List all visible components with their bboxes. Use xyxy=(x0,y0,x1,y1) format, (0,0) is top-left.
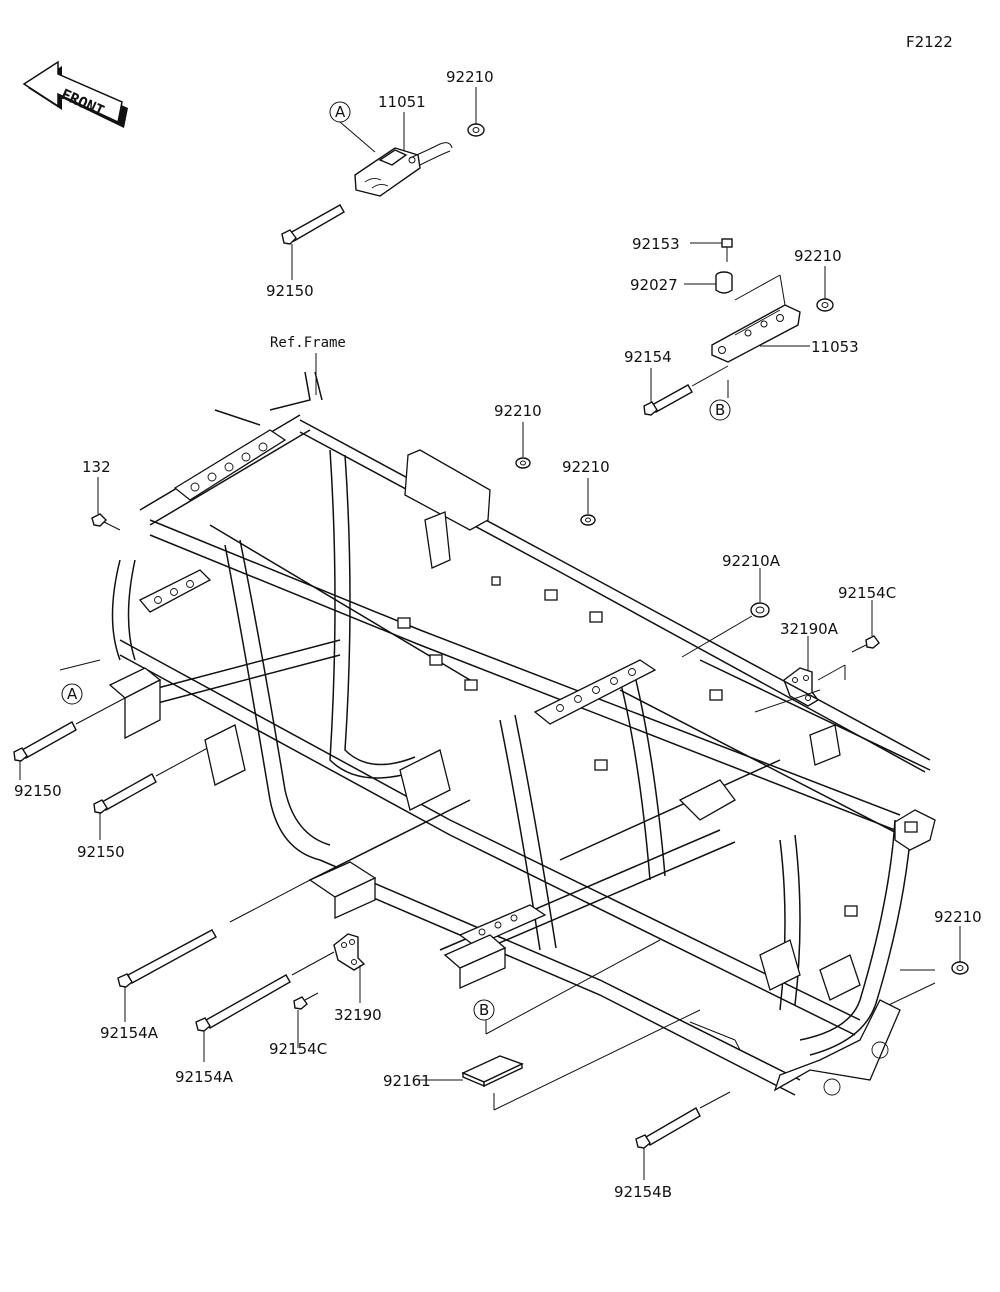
callout-a-top-label: A xyxy=(335,103,346,121)
label-92027: 92027 xyxy=(630,276,678,294)
label-92210-mid-1: 92210 xyxy=(494,402,542,420)
collar-92210a[interactable] xyxy=(750,602,770,618)
diagram-code: F2122 xyxy=(906,33,953,51)
callout-a-left xyxy=(61,683,83,705)
front-arrow-icon: FRONT xyxy=(22,60,128,128)
bolt-92153[interactable] xyxy=(721,238,733,262)
frame-assembly xyxy=(108,371,936,1096)
label-132: 132 xyxy=(82,458,111,476)
label-92154c-low: 92154C xyxy=(269,1040,327,1058)
plate-32190[interactable] xyxy=(333,933,366,971)
callout-a-top xyxy=(329,101,351,123)
plate-32190a[interactable] xyxy=(783,667,820,707)
label-92154a-1: 92154A xyxy=(100,1024,159,1042)
callout-b-top xyxy=(709,399,731,421)
collar-92027[interactable] xyxy=(715,271,733,294)
label-32190: 32190 xyxy=(334,1006,382,1024)
bolt-92154c-right[interactable] xyxy=(851,635,880,653)
callout-a-left-label: A xyxy=(67,685,78,703)
label-92153: 92153 xyxy=(632,235,680,253)
label-92154: 92154 xyxy=(624,348,672,366)
label-92210-lowright: 92210 xyxy=(934,908,982,926)
nut-92210-mid-1[interactable] xyxy=(515,457,531,469)
bolt-92154a-2[interactable] xyxy=(195,974,291,1032)
bolt-92154a-1[interactable] xyxy=(117,929,217,988)
bolt-92154[interactable] xyxy=(643,384,693,416)
callout-b-low xyxy=(473,999,495,1021)
bolt-92150-left-1[interactable] xyxy=(13,721,77,762)
label-32190a: 32190A xyxy=(780,620,839,638)
label-92210-right: 92210 xyxy=(794,247,842,265)
nut-92210-right[interactable] xyxy=(816,298,834,312)
label-92150-left-1: 92150 xyxy=(14,782,62,800)
label-92210-mid-2: 92210 xyxy=(562,458,610,476)
label-92154c-right: 92154C xyxy=(838,584,896,602)
label-92161: 92161 xyxy=(383,1072,431,1090)
callout-b-low-label: B xyxy=(479,1001,489,1019)
ref-frame-label: Ref.Frame xyxy=(270,335,346,351)
nut-92210-top[interactable] xyxy=(467,123,485,137)
bolt-92154b[interactable] xyxy=(635,1107,701,1149)
label-11051: 11051 xyxy=(378,93,426,111)
bolt-132[interactable] xyxy=(91,513,121,531)
label-92210-top: 92210 xyxy=(446,68,494,86)
nut-92210-mid-2[interactable] xyxy=(580,514,596,526)
bolt-92154c-low[interactable] xyxy=(293,992,319,1010)
bolt-92150-top[interactable] xyxy=(281,204,345,245)
label-92154a-2: 92154A xyxy=(175,1068,234,1086)
label-92150-left-2: 92150 xyxy=(77,843,125,861)
label-92150-top: 92150 xyxy=(266,282,314,300)
callout-b-top-label: B xyxy=(715,401,725,419)
label-92210a: 92210A xyxy=(722,552,781,570)
pad-92161[interactable] xyxy=(461,1055,524,1088)
nut-92210-lowright[interactable] xyxy=(951,961,969,975)
bracket-11051[interactable] xyxy=(354,142,453,197)
label-92154b: 92154B xyxy=(614,1183,672,1201)
bolt-92150-left-2[interactable] xyxy=(93,773,157,814)
label-11053: 11053 xyxy=(811,338,859,356)
bracket-11053[interactable] xyxy=(711,304,801,363)
